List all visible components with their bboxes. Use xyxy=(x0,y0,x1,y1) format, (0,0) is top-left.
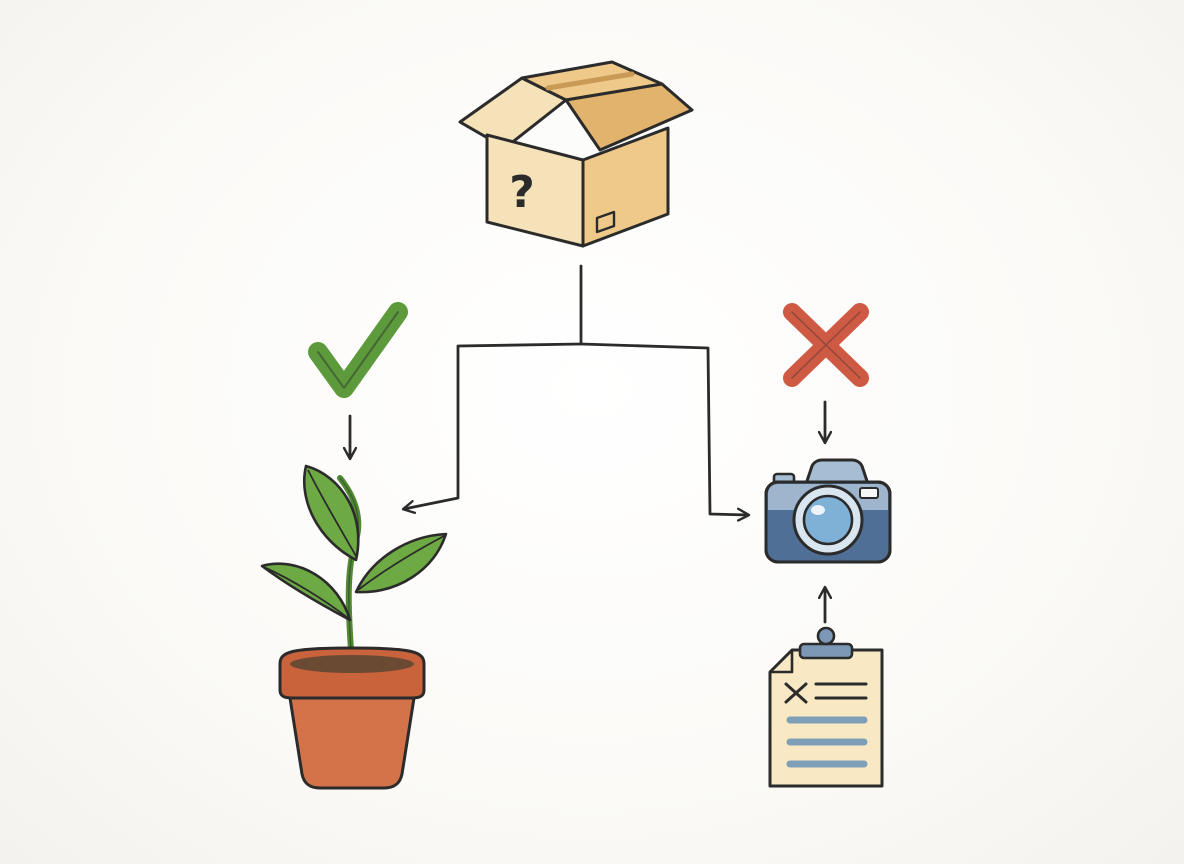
right-branch-arrow xyxy=(579,342,748,515)
clipboard-x-mark xyxy=(784,682,808,704)
left-branch-arrow xyxy=(404,342,583,509)
cross-mark-icon xyxy=(783,303,869,387)
check-mark-icon xyxy=(308,302,408,398)
camera-lens xyxy=(802,494,854,546)
camera-icon xyxy=(764,458,892,564)
branch-connector xyxy=(350,264,825,624)
box-front-face xyxy=(485,133,585,248)
plant-right-leaf xyxy=(354,532,448,594)
potted-plant-icon xyxy=(260,464,448,790)
box-right-flap xyxy=(564,82,694,152)
checklist-clipboard-icon xyxy=(768,626,884,788)
mystery-box-icon: ? xyxy=(458,60,694,248)
pot-body xyxy=(288,696,416,790)
box-question-mark: ? xyxy=(509,167,535,218)
pot-soil xyxy=(290,655,414,673)
